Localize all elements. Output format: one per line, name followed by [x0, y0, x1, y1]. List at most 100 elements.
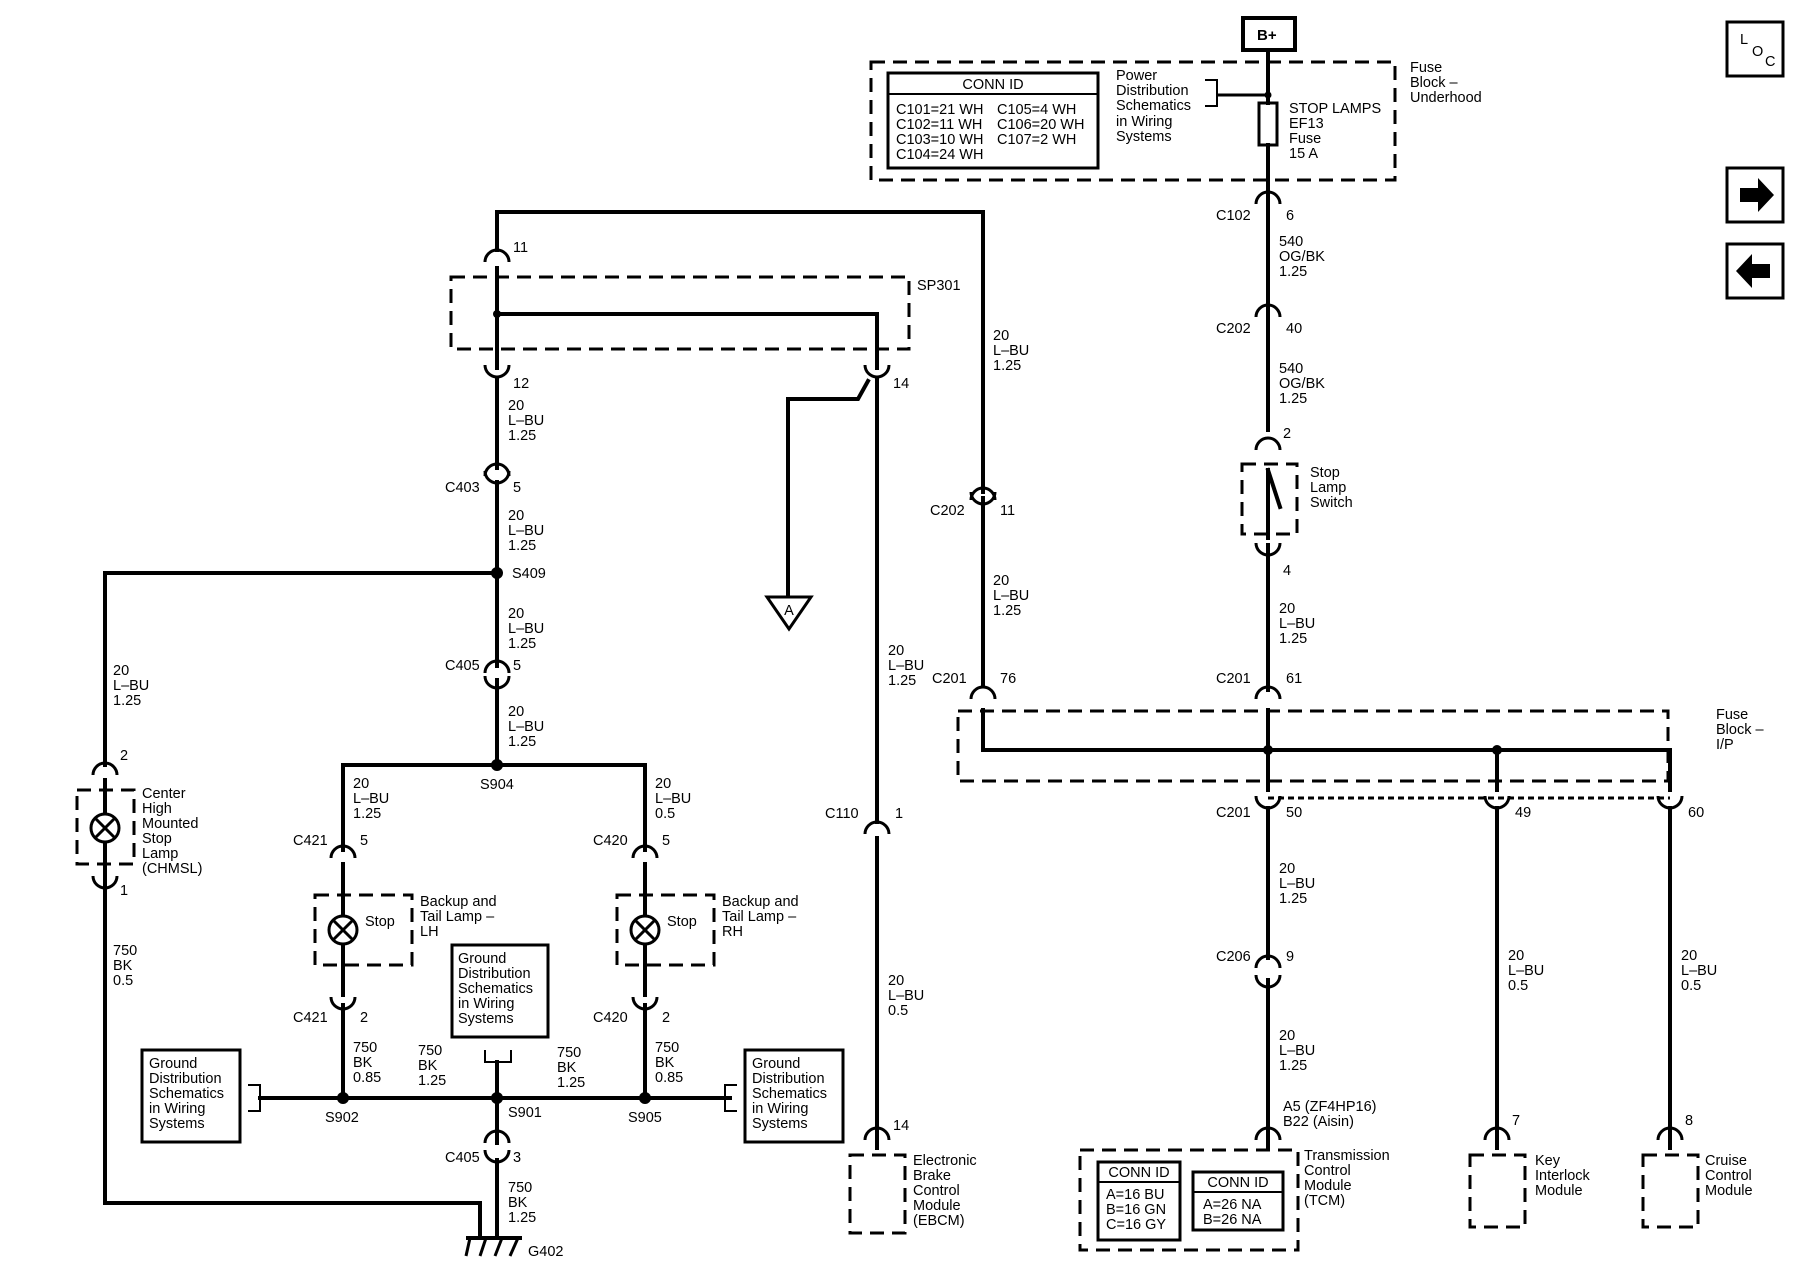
svg-text:A5 (ZF4HP16): A5 (ZF4HP16)	[1283, 1099, 1376, 1115]
loc-letter-l: L	[1740, 32, 1748, 48]
svg-text:Schematics: Schematics	[1116, 98, 1191, 114]
svg-text:in Wiring: in Wiring	[458, 996, 514, 1012]
svg-text:C=16 GY: C=16 GY	[1106, 1217, 1166, 1233]
svg-text:(TCM): (TCM)	[1304, 1193, 1345, 1209]
svg-text:1.25: 1.25	[1279, 891, 1307, 907]
svg-text:Electronic: Electronic	[913, 1153, 977, 1169]
power-source: B+	[1241, 16, 1297, 52]
svg-text:Brake: Brake	[913, 1168, 951, 1184]
svg-text:20: 20	[508, 508, 524, 524]
svg-text:(EBCM): (EBCM)	[913, 1213, 965, 1229]
next-page-button[interactable]	[1725, 166, 1785, 224]
svg-text:6: 6	[1286, 208, 1294, 224]
key-interlock-circuit: 20 L–BU 0.5 7	[1483, 806, 1544, 1150]
svg-text:20: 20	[1681, 948, 1697, 964]
svg-text:0.5: 0.5	[1508, 978, 1528, 994]
svg-text:C421: C421	[293, 1010, 328, 1026]
svg-text:C201: C201	[1216, 805, 1251, 821]
svg-text:Ground: Ground	[752, 1056, 800, 1072]
svg-text:S902: S902	[325, 1110, 359, 1126]
svg-text:15 A: 15 A	[1289, 146, 1318, 162]
svg-text:8: 8	[1685, 1113, 1693, 1129]
chmsl-circuit: 20 L–BU 1.25 2 1 750 BK 0.5	[91, 571, 499, 1205]
svg-text:1.25: 1.25	[993, 358, 1021, 374]
svg-text:L–BU: L–BU	[1508, 963, 1544, 979]
ground-distribution-reference-center: Ground Distribution Schematics in Wiring…	[450, 943, 550, 1100]
power-label: B+	[1257, 27, 1277, 44]
svg-text:9: 9	[1286, 949, 1294, 965]
backup-tail-lamp-rh-circuit: 20 L–BU 0.5 C420 5 C420 2 750 BK 0.85	[593, 763, 691, 1100]
svg-text:1.25: 1.25	[508, 734, 536, 750]
svg-text:Underhood: Underhood	[1410, 90, 1482, 106]
svg-text:20: 20	[888, 973, 904, 989]
svg-text:1.25: 1.25	[1279, 264, 1307, 280]
connector-c201-61: C201 61	[1216, 671, 1302, 700]
prev-page-button[interactable]	[1725, 242, 1785, 300]
svg-text:Block –: Block –	[1410, 75, 1458, 91]
svg-text:Stop: Stop	[1310, 465, 1340, 481]
svg-text:L–BU: L–BU	[1279, 616, 1315, 632]
conn-id-c105: C105=4 WH	[997, 102, 1076, 118]
loc-letter-c: C	[1765, 54, 1775, 70]
svg-text:2: 2	[120, 748, 128, 764]
svg-text:Block –: Block –	[1716, 722, 1764, 738]
svg-text:Schematics: Schematics	[458, 981, 533, 997]
svg-text:in Wiring: in Wiring	[149, 1101, 205, 1117]
svg-text:Transmission: Transmission	[1304, 1148, 1390, 1164]
connector-c201-bottom: C201 50 49 60	[1216, 795, 1704, 821]
stop-lamps-fuse: STOP LAMPS EF13 Fuse 15 A	[1257, 101, 1381, 162]
svg-text:Tail Lamp –: Tail Lamp –	[722, 909, 797, 925]
svg-text:C102: C102	[1216, 208, 1251, 224]
svg-text:0.5: 0.5	[655, 806, 675, 822]
svg-text:4: 4	[1283, 563, 1291, 579]
svg-text:Stop: Stop	[667, 914, 697, 930]
svg-text:CONN ID: CONN ID	[1207, 1175, 1268, 1191]
svg-text:C206: C206	[1216, 949, 1251, 965]
svg-text:Ground: Ground	[458, 951, 506, 967]
svg-text:750: 750	[113, 943, 137, 959]
svg-text:14: 14	[893, 1118, 909, 1134]
svg-text:BK: BK	[655, 1055, 675, 1071]
loc-button[interactable]: L O C	[1725, 20, 1785, 78]
conn-id-c106: C106=20 WH	[997, 117, 1084, 133]
svg-text:Systems: Systems	[752, 1116, 808, 1132]
svg-text:5: 5	[513, 658, 521, 674]
wire-label-lbu-switch-out: 20 L–BU 1.25	[1279, 601, 1315, 647]
svg-text:L–BU: L–BU	[1279, 1043, 1315, 1059]
svg-text:CONN ID: CONN ID	[1108, 1165, 1169, 1181]
svg-text:B=16 GN: B=16 GN	[1106, 1202, 1166, 1218]
ground-distribution-reference-right: Ground Distribution Schematics in Wiring…	[723, 1048, 845, 1144]
svg-text:(CHMSL): (CHMSL)	[142, 861, 202, 877]
svg-text:L–BU: L–BU	[993, 343, 1029, 359]
svg-text:20: 20	[1279, 1028, 1295, 1044]
svg-text:Backup and: Backup and	[722, 894, 799, 910]
svg-text:in Wiring: in Wiring	[752, 1101, 808, 1117]
svg-text:540: 540	[1279, 361, 1303, 377]
svg-text:RH: RH	[722, 924, 743, 940]
svg-text:76: 76	[1000, 671, 1016, 687]
connector-c102: C102 6	[1216, 190, 1294, 224]
svg-text:Backup and: Backup and	[420, 894, 497, 910]
tcm-circuit: 20 L–BU 1.25 C206 9 20 L–BU 1.25 A5 (ZF4…	[1216, 806, 1376, 1150]
svg-text:3: 3	[513, 1150, 521, 1166]
svg-text:40: 40	[1286, 321, 1302, 337]
svg-text:C421: C421	[293, 833, 328, 849]
svg-text:1.25: 1.25	[508, 1210, 536, 1226]
svg-text:G402: G402	[528, 1244, 563, 1260]
svg-text:Key: Key	[1535, 1153, 1561, 1169]
svg-text:1.25: 1.25	[353, 806, 381, 822]
svg-text:L–BU: L–BU	[508, 621, 544, 637]
svg-text:60: 60	[1688, 805, 1704, 821]
svg-text:1.25: 1.25	[113, 693, 141, 709]
svg-text:5: 5	[662, 833, 670, 849]
svg-text:49: 49	[1515, 805, 1531, 821]
svg-text:L–BU: L–BU	[508, 413, 544, 429]
svg-text:C201: C201	[1216, 671, 1251, 687]
svg-text:B=26 NA: B=26 NA	[1203, 1212, 1262, 1228]
svg-text:Mounted: Mounted	[142, 816, 198, 832]
svg-text:Fuse: Fuse	[1716, 707, 1748, 723]
svg-text:11: 11	[513, 240, 528, 256]
svg-text:20: 20	[508, 606, 524, 622]
svg-text:1.25: 1.25	[508, 538, 536, 554]
